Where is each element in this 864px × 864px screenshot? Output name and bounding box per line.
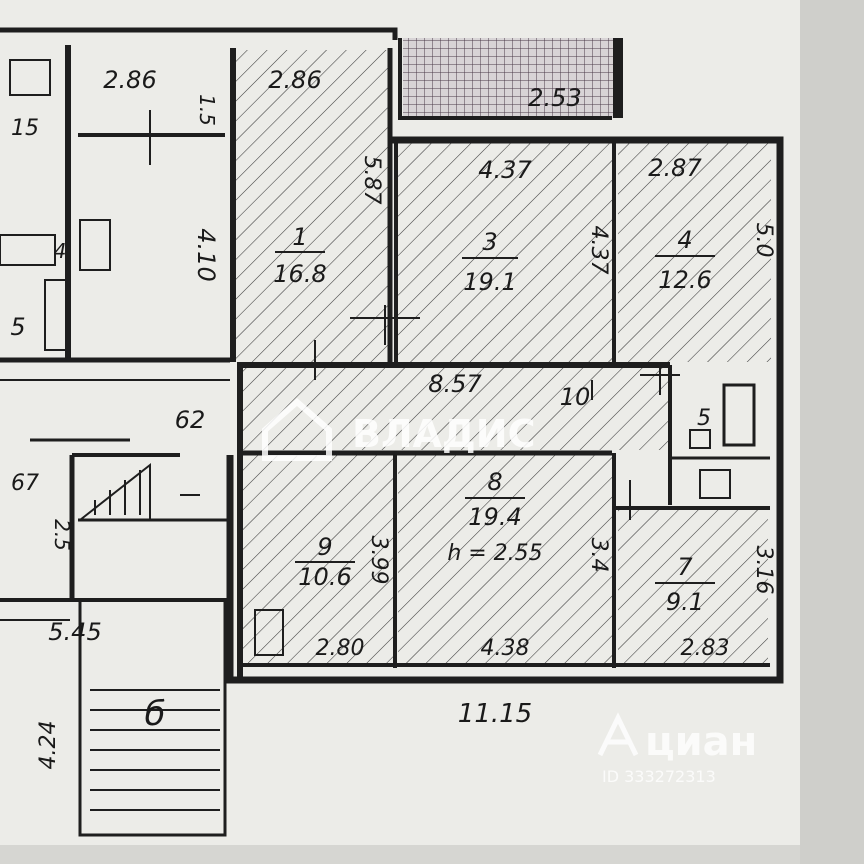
- room-4-area: 12.6: [658, 266, 711, 294]
- room-8-number: 8: [487, 468, 502, 496]
- dim-room9-side: 3.99: [366, 536, 391, 585]
- dimension-labels: 2.86 5.87 4.37 4.37 2.87 5.0 2.53 8.57 3…: [10, 66, 776, 769]
- dim-room7-side: 3.16: [751, 546, 776, 595]
- dim-room1-top: 2.86: [268, 66, 321, 94]
- dim-corridor: 8.57: [428, 370, 482, 398]
- dim-total-width: 11.15: [458, 699, 532, 729]
- dim-room8-side: 3.4: [586, 538, 611, 573]
- dim-room8-bottom: 4.38: [481, 636, 530, 661]
- room-3-area: 19.1: [463, 268, 516, 296]
- balcony: [403, 38, 613, 118]
- watermark-cian: циан: [645, 719, 757, 765]
- dim-balcony: 2.53: [528, 84, 581, 112]
- dim-room3-side: 4.37: [586, 226, 611, 275]
- cian-logo-icon: [597, 712, 639, 757]
- watermark-cian-id: ID 333272313: [602, 767, 716, 786]
- dim-left-25: 2.5: [50, 519, 74, 551]
- dim-left-4: 4: [54, 239, 67, 263]
- dim-left-67: 67: [11, 471, 39, 496]
- dim-room4-top: 2.87: [648, 154, 702, 182]
- room-10-corridor: [243, 368, 668, 450]
- dim-hall: 62: [175, 406, 206, 434]
- room-8-area: 19.4: [468, 503, 521, 531]
- room-4-number: 4: [677, 226, 692, 254]
- stair-label: б: [145, 694, 166, 734]
- room-9-number: 9: [317, 533, 332, 561]
- dim-room7-bottom: 2.83: [681, 636, 730, 661]
- dim-room3-top: 4.37: [478, 156, 532, 184]
- dim-left-15: 15: [11, 116, 39, 141]
- dim-room9-bottom: 2.80: [316, 636, 365, 661]
- room-9: [243, 455, 393, 665]
- room-8: [398, 455, 613, 665]
- dim-neighbor-top: 2.86: [103, 66, 156, 94]
- room-3: [396, 143, 613, 362]
- room-1: [233, 50, 390, 362]
- watermark-brand: ВЛАДИС: [352, 412, 535, 456]
- dim-ceiling-height: h = 2.55: [447, 541, 542, 566]
- dim-neighbor-height: 4.10: [192, 228, 220, 281]
- dim-room1-side: 5.87: [359, 156, 384, 205]
- dim-left-424: 4.24: [36, 721, 61, 770]
- room-1-area: 16.8: [273, 260, 326, 288]
- room-3-number: 3: [482, 228, 497, 256]
- room-10-number: 10: [560, 383, 591, 411]
- room-4: [618, 143, 771, 362]
- watermark-cian: циан ID 333272313: [597, 712, 757, 786]
- room-7: [618, 510, 768, 665]
- house-icon: [262, 398, 332, 461]
- dim-left-545: 5.45: [48, 618, 101, 646]
- room-7-number: 7: [677, 553, 693, 581]
- dim-left-5: 5: [10, 313, 25, 341]
- room-7-area: 9.1: [666, 588, 704, 616]
- walls: [0, 27, 784, 837]
- watermark-vladis: ВЛАДИС: [262, 398, 535, 461]
- room-labels: 1 16.8 3 19.1 4 12.6 5 10 8 19.4 9 10.6 …: [273, 223, 715, 616]
- hatched-rooms: [233, 50, 771, 665]
- dim-neighbor-side: 1.5: [195, 94, 219, 126]
- dim-room4-side: 5.0: [751, 223, 776, 258]
- room-1-number: 1: [292, 223, 307, 251]
- room-5-number: 5: [697, 406, 711, 431]
- room-9-area: 10.6: [298, 563, 351, 591]
